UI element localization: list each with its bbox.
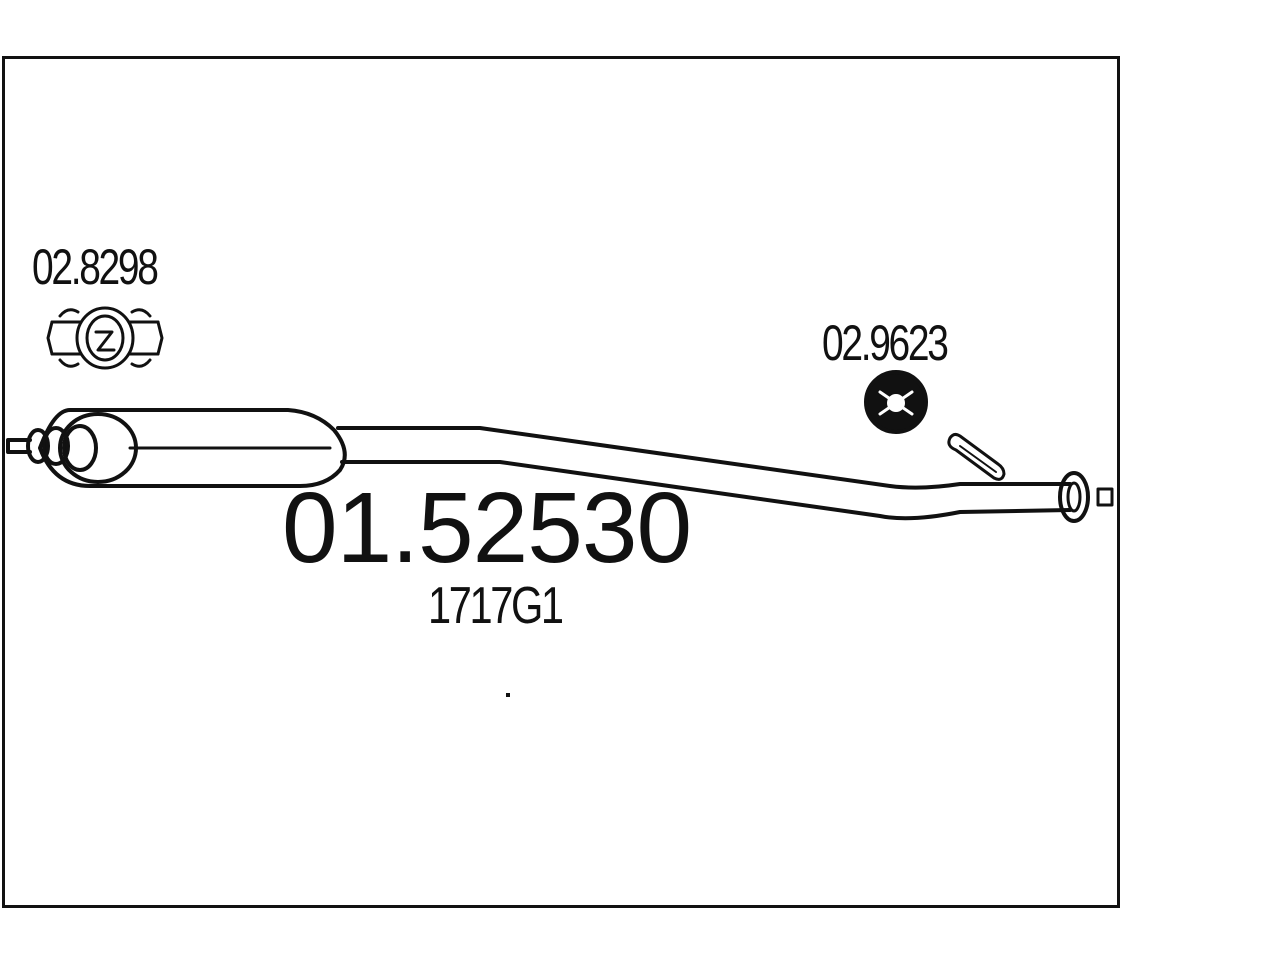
- hanger-part-number: 02.9623: [822, 315, 949, 371]
- stray-dot: [506, 693, 510, 697]
- front-silencer: [38, 408, 347, 488]
- exhaust-clamp-icon: [46, 306, 164, 370]
- outlet-flange: [1058, 471, 1090, 523]
- outlet-flange-inner: [1066, 481, 1082, 513]
- inlet-ring-outer: [58, 412, 138, 484]
- bracket-hatch: [959, 445, 997, 473]
- inlet-pipe-ring: [26, 428, 50, 464]
- clamp-part-number: 02.8298: [32, 239, 159, 295]
- inlet-ring-mid: [62, 424, 98, 472]
- reference-code: 1717G1: [428, 577, 564, 635]
- pipe-lower-edge: [340, 460, 1072, 521]
- outlet-stub: [1096, 487, 1114, 507]
- main-part-number: 01.52530: [282, 472, 692, 584]
- inlet-ring-inner: [42, 426, 70, 466]
- drawing-frame: [2, 56, 1120, 908]
- rubber-hanger-icon: [864, 370, 928, 434]
- inlet-pipe-stub: [6, 438, 32, 454]
- pipe-upper-edge: [336, 426, 1072, 490]
- mounting-bracket-icon: [947, 432, 1006, 481]
